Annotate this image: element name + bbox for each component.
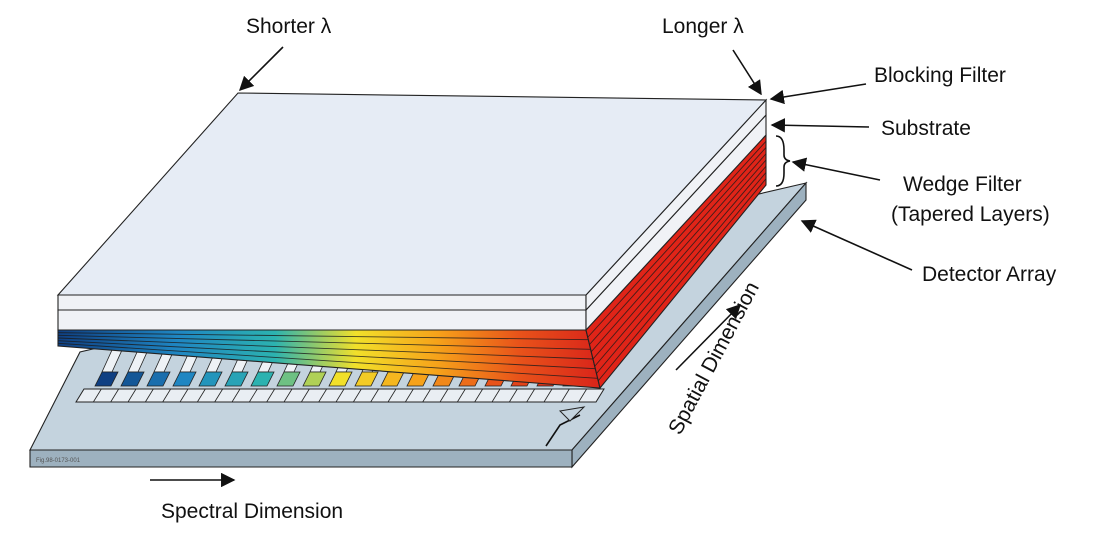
- wedge-filter-sublabel: (Tapered Layers): [891, 203, 1050, 226]
- readout-cell-divider: [127, 388, 137, 403]
- readout-cell-divider: [162, 388, 172, 403]
- wedge-layer-line: [57, 337, 594, 360]
- wedge-side-layer-line: [597, 178, 767, 382]
- shorter-arrow: [238, 46, 284, 92]
- readout-cell-divider: [508, 388, 518, 403]
- detector-pixel: [354, 371, 379, 387]
- wedge-filter-arrow: [791, 157, 881, 181]
- readout-cell-divider: [526, 388, 536, 403]
- blocking-filter-front-face: [57, 294, 587, 311]
- readout-cell-divider: [196, 388, 206, 403]
- readout-cell-divider: [300, 388, 310, 403]
- detector-array-label: Detector Array: [922, 263, 1057, 286]
- wedge-layer-line: [57, 342, 598, 379]
- readout-cell-divider: [231, 388, 241, 403]
- filter-top-face: [56, 92, 768, 296]
- detector-front-face: [29, 449, 573, 468]
- longer-arrow: [732, 49, 762, 96]
- detector-pixel: [94, 371, 119, 387]
- readout-cell-divider: [439, 388, 449, 403]
- wedge-side-layer-line: [590, 153, 767, 353]
- spectral-dimension-label: Spectral Dimension: [161, 500, 343, 523]
- detector-pixel: [120, 371, 145, 387]
- readout-cell-divider: [370, 388, 380, 403]
- readout-cell-divider: [179, 388, 189, 403]
- triangle-marker-icon: [545, 406, 586, 447]
- readout-cell-divider: [92, 388, 102, 403]
- wedge-layer-line: [57, 334, 591, 350]
- readout-cell-divider: [543, 388, 553, 403]
- readout-cell-divider: [144, 388, 154, 403]
- detector-pixel: [198, 371, 223, 387]
- wedge-side-layer-line: [587, 140, 767, 338]
- readout-cell-divider: [335, 388, 345, 403]
- readout-cell-divider: [248, 388, 258, 403]
- figure-id-label: Fig.98-0173-001: [36, 458, 81, 464]
- wedge-layer-lines: [57, 332, 598, 379]
- readout-cell-divider: [266, 388, 276, 403]
- detector-pixel: [302, 371, 327, 387]
- wedge-layer-line: [57, 340, 596, 370]
- readout-cell-divider: [560, 388, 570, 403]
- detector-pixel: [276, 371, 301, 387]
- readout-cell-divider: [491, 388, 501, 403]
- wedge-brace: [775, 135, 791, 187]
- wedge-side-layer-line: [596, 172, 767, 374]
- readout-cell-divider: [214, 388, 224, 403]
- detector-pixel: [224, 371, 249, 387]
- spatial-dimension-arrow: [675, 303, 742, 371]
- blocking-filter-label: Blocking Filter: [874, 64, 1006, 87]
- substrate-arrow: [770, 118, 870, 133]
- detector-pixel: [172, 371, 197, 387]
- wedge-side-layer-line: [589, 147, 767, 345]
- blocking-filter-arrow: [769, 83, 867, 105]
- wedge-filter-label: Wedge Filter: [903, 173, 1022, 196]
- readout-cell-divider: [404, 388, 414, 403]
- longer-wavelength-label: Longer λ: [662, 15, 744, 38]
- substrate-label: Substrate: [881, 117, 971, 140]
- readout-cell-divider: [422, 388, 432, 403]
- readout-cell-divider: [578, 388, 588, 403]
- detector-pixel: [250, 371, 275, 387]
- detector-pixel: [146, 371, 171, 387]
- shorter-wavelength-label: Shorter λ: [246, 15, 332, 38]
- wedge-side-layer-line: [592, 159, 767, 360]
- substrate-front-face: [57, 309, 587, 331]
- readout-cell-divider: [318, 388, 328, 403]
- readout-cell-divider: [456, 388, 466, 403]
- detector-readout-row: [75, 388, 605, 403]
- detector-pixel: [328, 371, 353, 387]
- wedge-side-layer-line: [594, 165, 767, 367]
- readout-cell-divider: [387, 388, 397, 403]
- wedge-side-layer-lines: [587, 140, 767, 382]
- detector-array-arrow: [800, 219, 913, 271]
- readout-cell-divider: [110, 388, 120, 403]
- readout-cell-divider: [352, 388, 362, 403]
- readout-cell-divider: [474, 388, 484, 403]
- wedge-layer-line: [57, 332, 589, 341]
- readout-cell-divider: [283, 388, 293, 403]
